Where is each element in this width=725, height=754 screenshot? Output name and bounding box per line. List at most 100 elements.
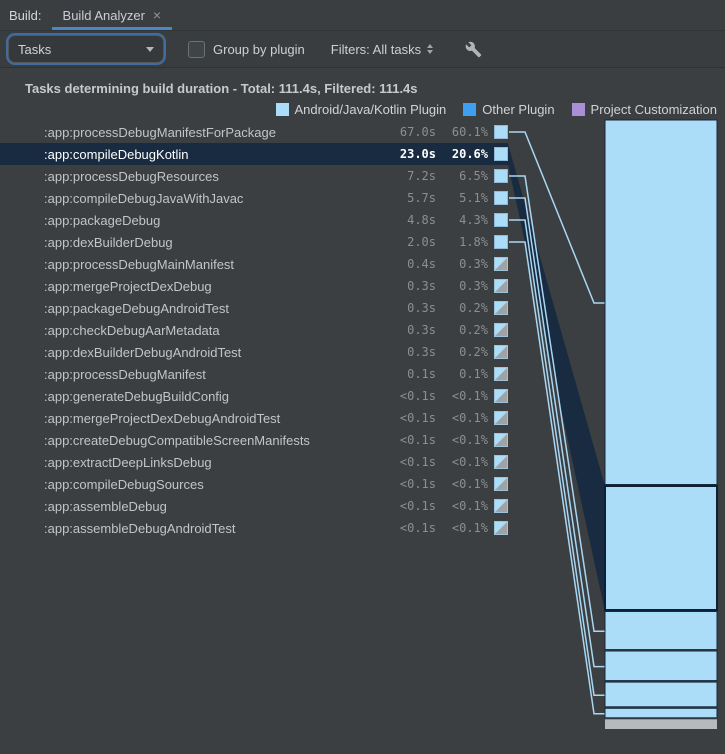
task-connector-line (509, 219, 605, 696)
task-duration: 5.7s (407, 191, 436, 205)
tab-label: Build Analyzer (62, 7, 145, 23)
bar-segment-remainder[interactable] (605, 719, 717, 729)
bar-segment[interactable] (604, 650, 718, 682)
task-name: :app:assembleDebug (44, 498, 167, 514)
settings-button[interactable] (465, 41, 482, 58)
bar-segment[interactable] (604, 707, 718, 719)
task-percentage: 4.3% (459, 213, 488, 227)
task-row[interactable]: :app:compileDebugJavaWithJavac 5.7s 5.1% (0, 187, 508, 209)
task-plugin-icon (494, 191, 508, 205)
bar-segment[interactable] (604, 611, 718, 651)
selection-ribbon (508, 144, 605, 612)
task-name: :app:extractDeepLinksDebug (44, 454, 212, 470)
task-row[interactable]: :app:createDebugCompatibleScreenManifest… (0, 429, 508, 451)
task-plugin-icon (494, 389, 508, 403)
task-plugin-icon (494, 301, 508, 315)
task-plugin-icon (494, 455, 508, 469)
task-row[interactable]: :app:mergeProjectDexDebugAndroidTest <0.1… (0, 407, 508, 429)
task-percentage: 1.8% (459, 235, 488, 249)
task-percentage: 5.1% (459, 191, 488, 205)
filters-dropdown[interactable]: Filters: All tasks (330, 41, 434, 57)
task-row[interactable]: :app:generateDebugBuildConfig<0.1s<0.1% (0, 385, 508, 407)
task-duration: 0.3s (407, 323, 436, 337)
task-duration: 7.2s (407, 169, 436, 183)
task-duration: 0.1s (407, 367, 436, 381)
bar-segment[interactable] (604, 119, 718, 485)
group-by-plugin-option[interactable]: Group by plugin (188, 40, 305, 58)
task-plugin-icon (494, 279, 508, 293)
task-duration: <0.1s (399, 477, 436, 491)
task-duration: 0.4s (407, 257, 436, 271)
task-plugin-icon (494, 323, 508, 337)
group-by-plugin-checkbox[interactable] (188, 40, 205, 58)
task-percentage: <0.1% (451, 477, 488, 491)
task-name: :app:dexBuilderDebugAndroidTest (44, 344, 242, 360)
task-duration: 23.0s (399, 147, 436, 161)
task-percentage: 0.3% (459, 257, 488, 271)
task-name: :app:processDebugResources (44, 168, 219, 184)
task-plugin-icon (494, 213, 508, 227)
task-percentage: 0.2% (459, 301, 488, 315)
legend-item: Android/Java/Kotlin Plugin (275, 101, 447, 117)
task-duration: 0.3s (407, 279, 436, 293)
legend-label: Android/Java/Kotlin Plugin (294, 101, 447, 117)
task-name: :app:dexBuilderDebug (44, 234, 173, 250)
task-connector-line (509, 175, 605, 633)
task-percentage: <0.1% (451, 499, 488, 513)
task-percentage: 20.6% (451, 147, 488, 161)
task-name: :app:packageDebug (44, 212, 161, 228)
task-row[interactable]: :app:assembleDebug<0.1s<0.1% (0, 495, 508, 517)
task-duration: 0.3s (407, 301, 436, 315)
task-plugin-icon (494, 521, 508, 535)
task-duration: <0.1s (399, 455, 436, 469)
task-plugin-icon (494, 169, 508, 183)
task-percentage: 0.1% (459, 367, 488, 381)
view-mode-value: Tasks (18, 41, 52, 57)
task-connector-line (509, 241, 605, 715)
task-duration: <0.1s (399, 433, 436, 447)
bar-segment[interactable] (604, 681, 718, 708)
task-plugin-icon (494, 235, 508, 249)
task-row[interactable]: :app:extractDeepLinksDebug<0.1s<0.1% (0, 451, 508, 473)
legend-swatch-icon (571, 102, 585, 116)
task-plugin-icon (494, 147, 508, 161)
task-plugin-icon (494, 433, 508, 447)
task-name: :app:compileDebugSources (44, 476, 204, 492)
task-row[interactable]: :app:compileDebugSources <0.1s <0.1% (0, 473, 508, 495)
wrench-icon (465, 41, 482, 57)
task-percentage: 60.1% (451, 125, 488, 139)
tab-close-icon[interactable]: × (152, 7, 162, 23)
task-row[interactable]: :app:assembleDebugAndroidTest<0.1s<0.1% (0, 517, 508, 539)
legend-label: Other Plugin (482, 101, 555, 117)
filters-label: Filters: All tasks (330, 41, 422, 57)
task-percentage: <0.1% (451, 521, 488, 535)
task-duration: <0.1s (399, 411, 436, 425)
view-mode-dropdown[interactable]: Tasks (8, 35, 164, 63)
duration-summary-text: Tasks determining build duration - Total… (25, 81, 418, 96)
tab-build-analyzer[interactable]: Build Analyzer × (52, 0, 173, 30)
task-name: :app:compileDebugJavaWithJavac (44, 190, 244, 206)
legend-item: Project Customization (571, 102, 717, 117)
task-name: :app:generateDebugBuildConfig (44, 388, 230, 404)
task-duration: 67.0s (399, 125, 436, 139)
task-name: :app:mergeProjectDexDebug (44, 278, 212, 294)
bar-segment[interactable] (604, 485, 718, 611)
task-percentage: 6.5% (459, 169, 488, 183)
task-row[interactable]: :app:processDebugResources 7.2s 6.5% (0, 165, 508, 187)
chevron-down-icon (146, 46, 154, 52)
up-down-arrows-icon (427, 44, 434, 54)
task-name: :app:mergeProjectDexDebugAndroidTest (44, 410, 281, 426)
task-percentage: <0.1% (451, 389, 488, 403)
